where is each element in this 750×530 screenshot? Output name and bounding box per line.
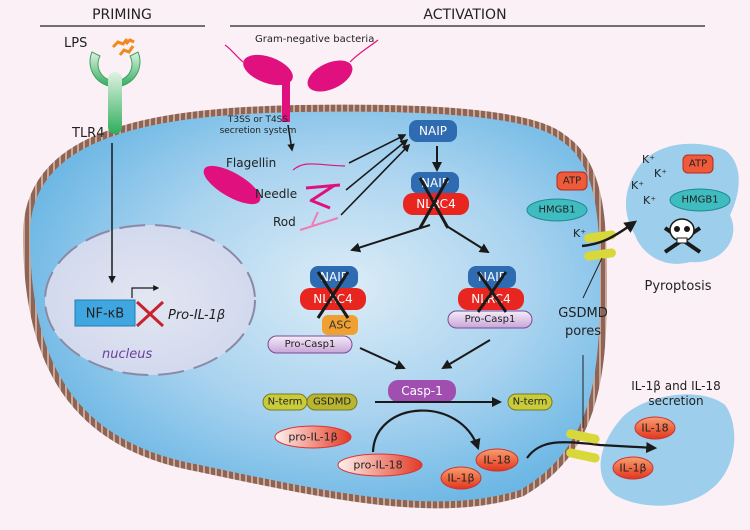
secretion-system-icon xyxy=(282,82,290,122)
priming-heading: PRIMING xyxy=(92,7,152,23)
secreted-il1b-label: IL-1β xyxy=(619,462,646,475)
asc-label: ASC xyxy=(329,319,352,332)
n-term-label: N-term xyxy=(268,397,303,408)
secreted-il18-pill xyxy=(634,416,676,440)
secretion-label-2: secretion xyxy=(648,394,703,408)
lps-label: LPS xyxy=(64,36,87,51)
flagellin-label: Flagellin xyxy=(226,156,276,170)
pore-pointer-upper xyxy=(582,257,603,299)
pro-il18-pill xyxy=(337,453,423,477)
left-pro-casp1-label: Pro-Casp1 xyxy=(285,339,336,350)
knockout-x-icon xyxy=(418,177,450,229)
gsdmd-pores-label-2: pores xyxy=(565,324,601,339)
transcription-start-arrow xyxy=(131,285,160,298)
casp1-pill xyxy=(388,380,456,402)
split-left-arrow xyxy=(350,224,431,253)
gsdmd-pore-lower xyxy=(566,429,600,463)
atp-inside-pill xyxy=(556,171,588,191)
secreted-il1b-pill xyxy=(612,456,654,480)
naip-label: NAIP xyxy=(419,124,447,138)
flagellin-arrow xyxy=(348,134,407,164)
secretion-arrow xyxy=(287,124,295,152)
skull-icon xyxy=(663,218,702,254)
gsdmd-label: GSDMD xyxy=(313,397,351,408)
nfkb-box xyxy=(74,299,136,327)
naip-pill xyxy=(409,120,457,142)
cytokine-secretion-arrow xyxy=(526,441,658,459)
nucleus-label: nucleus xyxy=(102,347,152,362)
right-pro-casp1-label: Pro-Casp1 xyxy=(465,314,516,325)
cytokine-maturation-arrow xyxy=(371,409,481,453)
naip-nlrc4-asc-complex: NAIP NLRC4 ASC Pro-Casp1 xyxy=(267,266,366,354)
pro-il1b-gene-label: Pro-IL-1β xyxy=(168,308,225,323)
bacterium-icon xyxy=(307,39,379,92)
needle-icon xyxy=(305,183,341,210)
split-right-arrow xyxy=(444,224,490,254)
atp-outside-label: ATP xyxy=(689,159,707,170)
pro-il1b-label: pro-IL-1β xyxy=(288,431,337,444)
lps-icon xyxy=(111,38,135,56)
rod-icon xyxy=(299,211,339,231)
nfkb-label: NF-κB xyxy=(86,307,124,322)
flagellin-icon xyxy=(292,163,346,171)
hmgb1-outside-pill xyxy=(669,188,731,212)
cleaved-n-term-pill xyxy=(507,393,553,411)
hmgb1-inside-pill xyxy=(526,198,588,222)
pyroptosis-label: Pyroptosis xyxy=(644,279,711,294)
hmgb1-outside-label: HMGB1 xyxy=(681,195,718,206)
secreted-il18-label: IL-18 xyxy=(641,422,668,435)
il1b-pill xyxy=(440,466,482,490)
secretion-label-1: IL-1β and IL-18 xyxy=(631,379,720,393)
knockout-x-icon xyxy=(476,271,508,313)
hmgb1-inside-label: HMGB1 xyxy=(538,205,575,216)
secretion-system-label-1: T3SS or T4SS xyxy=(227,115,289,125)
potassium-efflux-arrow xyxy=(581,220,638,248)
naip-nlrc4-procasp1-complex: NAIP NLRC4 Pro-Casp1 xyxy=(447,266,533,329)
needle-arrow xyxy=(345,138,409,191)
naip-nlrc4-complex: NAIP NLRC4 xyxy=(403,172,469,229)
rod-arrow xyxy=(340,143,411,216)
knockout-x-icon xyxy=(316,271,350,319)
cleaved-n-term-label: N-term xyxy=(513,397,548,408)
dna-icon xyxy=(135,300,165,328)
casp1-label: Casp-1 xyxy=(401,384,443,398)
nucleus xyxy=(44,224,256,376)
secretion-system-label-2: secretion system xyxy=(220,126,297,136)
pro-il1b-pill xyxy=(274,425,352,449)
bacteria-label: Gram-negative bacteria xyxy=(255,34,374,45)
atp-outside-pill xyxy=(682,154,714,174)
left-to-casp1-arrow xyxy=(359,347,406,370)
potassium-out-label-2: K⁺ xyxy=(654,167,667,180)
il18-pill xyxy=(475,448,519,472)
rod-label: Rod xyxy=(273,215,296,229)
potassium-out-label-3: K⁺ xyxy=(631,179,644,192)
tlr4-receptor xyxy=(89,51,141,134)
cytosolic-bacterium-icon xyxy=(203,165,261,205)
potassium-inside-label: K⁺ xyxy=(573,227,586,240)
tlr4-label: TLR4 xyxy=(71,126,105,141)
activation-heading: ACTIVATION xyxy=(423,7,506,23)
bacterium-icon xyxy=(224,44,293,86)
il18-label: IL-18 xyxy=(483,454,510,467)
potassium-out-label-1: K⁺ xyxy=(642,153,655,166)
left-nlrc4-label: NLRC4 xyxy=(313,292,352,306)
needle-label: Needle xyxy=(255,187,297,201)
right-to-casp1-arrow xyxy=(441,339,491,370)
potassium-out-label-4: K⁺ xyxy=(643,194,656,207)
gsdmd-pill xyxy=(306,393,358,411)
gsdmd-pores-label-1: GSDMD xyxy=(558,306,608,321)
pro-il18-label: pro-IL-18 xyxy=(353,459,402,472)
secretion-cloud xyxy=(600,394,735,506)
il1b-label: IL-1β xyxy=(447,472,474,485)
atp-inside-label: ATP xyxy=(563,176,581,187)
